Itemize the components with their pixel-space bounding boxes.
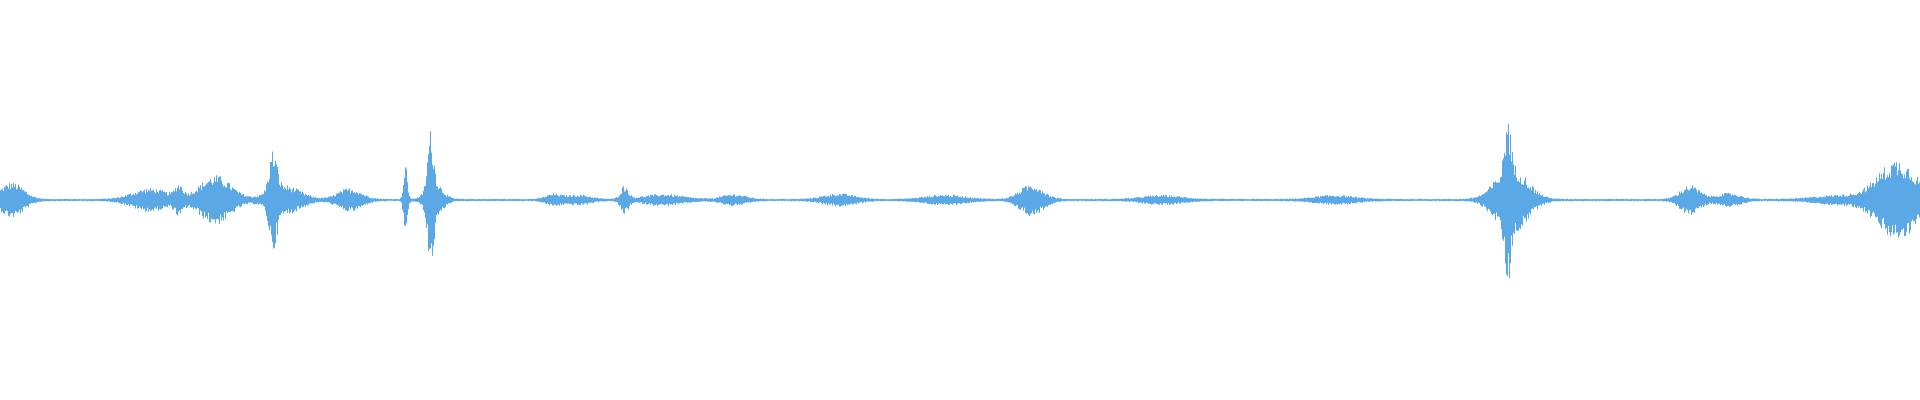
waveform-trace: [0, 123, 1920, 278]
